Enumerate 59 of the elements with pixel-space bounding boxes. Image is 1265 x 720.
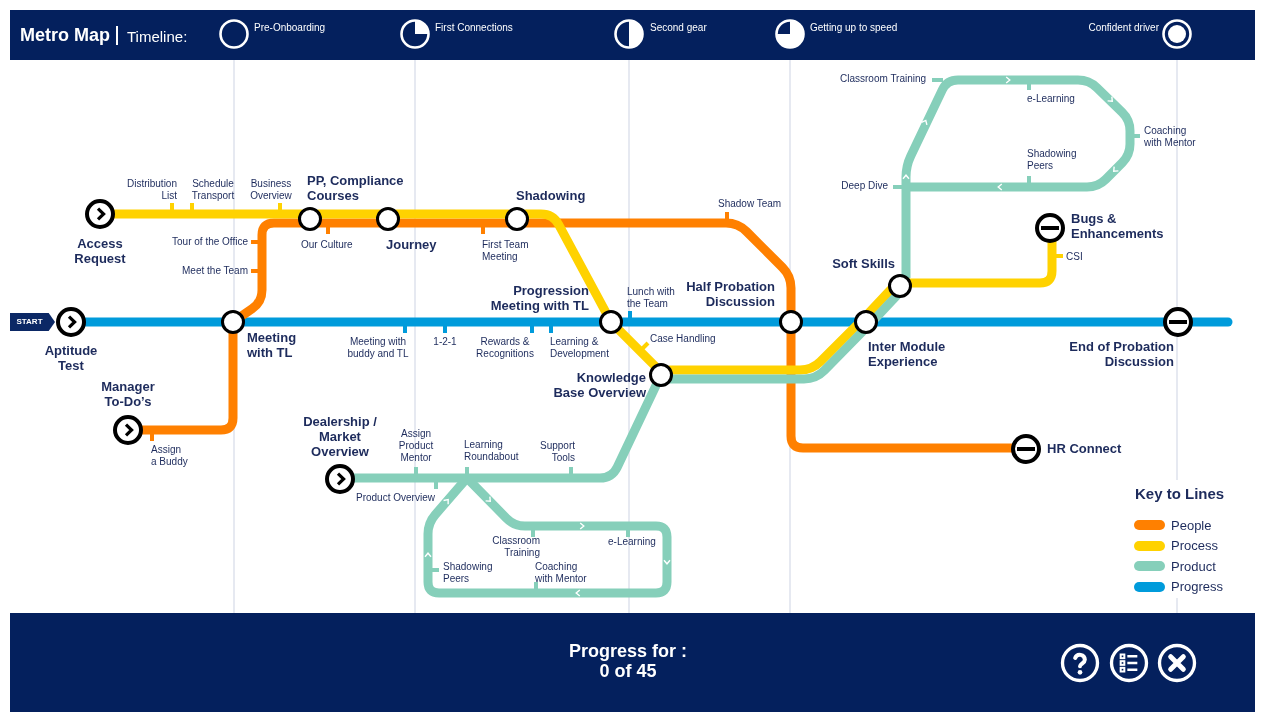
stop-label: Deep Dive [841, 180, 888, 192]
timeline-label: Timeline: [127, 28, 188, 46]
stop-label: Product Overview [356, 492, 435, 504]
station-label: PP, Compliance Courses [307, 173, 405, 203]
station-label: End of Probation Discussion [1068, 339, 1174, 369]
stop-label: Meet the Team [182, 265, 248, 277]
station-label: Dealership / Market Overview [302, 414, 378, 459]
stop-label: Support Tools [538, 440, 575, 464]
legend-label: Progress [1171, 579, 1224, 595]
station-label: Bugs & Enhancements [1071, 211, 1165, 241]
station-label: Soft Skills [832, 256, 895, 271]
stop-label: Classroom Training [491, 535, 540, 559]
station-label: Inter Module Experience [868, 339, 947, 369]
stop-label: Rewards & Recognitions [475, 336, 535, 360]
stop-label: Shadowing Peers [1027, 148, 1078, 172]
station-label: Aptitude Test [43, 343, 99, 373]
timeline-stage-label: Pre-Onboarding [254, 22, 326, 34]
stop-label: Learning & Development [550, 336, 610, 360]
stop-label: e-Learning [608, 536, 656, 548]
legend-label: Product [1171, 558, 1216, 574]
stop-label: Coaching with Mentor [535, 561, 588, 585]
stop-label: Tour of the Office [172, 236, 248, 248]
legend-title: Key to Lines [1135, 485, 1225, 503]
timeline-stage-label: Confident driver [1088, 22, 1159, 34]
stop-label: Coaching with Mentor [1144, 125, 1197, 149]
station-label: HR Connect [1047, 441, 1122, 456]
legend-label: Process [1171, 538, 1218, 554]
timeline-stage-label: Getting up to speed [810, 22, 898, 34]
start-badge: START [10, 313, 55, 331]
timeline-stage-label: Second gear [650, 22, 707, 34]
stop-label: Assign Product Mentor [397, 428, 435, 464]
station-label: Shadowing [516, 188, 586, 203]
stop-label: Schedule Transport [190, 178, 236, 202]
station-label: Manager To-Do’s [100, 379, 156, 409]
stop-label: Business Overview [249, 178, 293, 202]
stop-label: Lunch with the Team [627, 286, 676, 310]
stop-label: Shadow Team [718, 198, 782, 210]
stop-label: Learning Roundabout [464, 439, 520, 463]
stop-label: Assign a Buddy [151, 444, 189, 468]
station-label: Journey [386, 237, 438, 252]
station-label: Progression Meeting with TL [489, 283, 589, 313]
stop-label: 1-2-1 [433, 336, 457, 348]
station-label: Meeting with TL [247, 330, 298, 360]
station-label: Knowledge Base Overview [552, 370, 646, 400]
stop-label: Our Culture [301, 239, 353, 251]
stop-label: Shadowing Peers [443, 561, 494, 585]
timeline-stage-label: First Connections [435, 22, 513, 34]
stop-label: Classroom Training [840, 73, 927, 85]
stop-label: Case Handling [650, 333, 716, 345]
station-label: Half Probation Discussion [685, 279, 775, 309]
stop-label: Meeting with buddy and TL [346, 336, 410, 360]
stop-label: Distribution List [125, 178, 177, 202]
station-label: Access Request [73, 236, 127, 266]
progress-text: Progress for : 0 of 45 [568, 641, 688, 681]
stop-label: First Team Meeting [482, 239, 530, 263]
legend-label: People [1171, 517, 1212, 533]
stop-label: e-Learning [1027, 93, 1075, 105]
stop-label: CSI [1066, 251, 1083, 263]
title: Metro Map [20, 24, 110, 46]
